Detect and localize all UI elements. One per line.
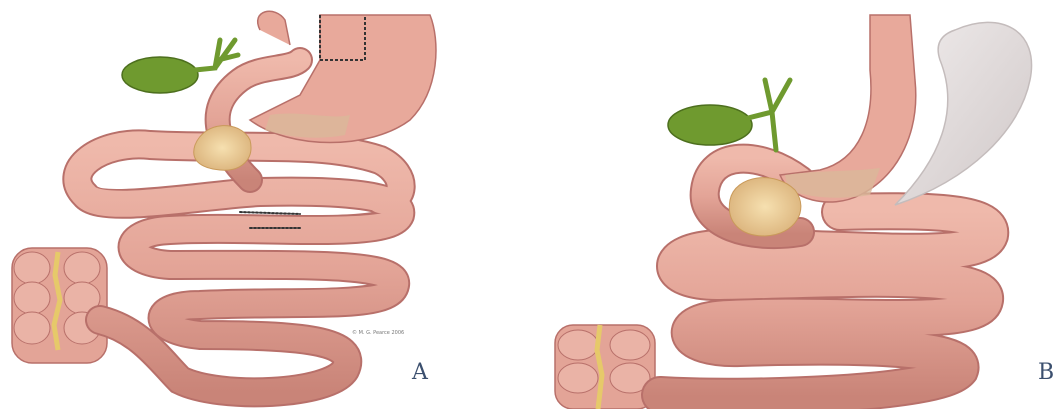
stomach-icon: [780, 15, 916, 202]
panel-label-b: B: [1038, 360, 1054, 385]
pancreas-icon: [729, 178, 801, 236]
copyright-text: © M. G. Pearce 2006: [352, 330, 404, 336]
colon-icon: [12, 248, 107, 363]
panel-a-illustration: [0, 0, 460, 409]
gallbladder-icon: [668, 80, 790, 150]
resected-stomach: [895, 22, 1032, 205]
panel-label-a: A: [412, 360, 428, 385]
panel-b-illustration: [540, 0, 1055, 409]
colon-icon: [555, 325, 655, 409]
